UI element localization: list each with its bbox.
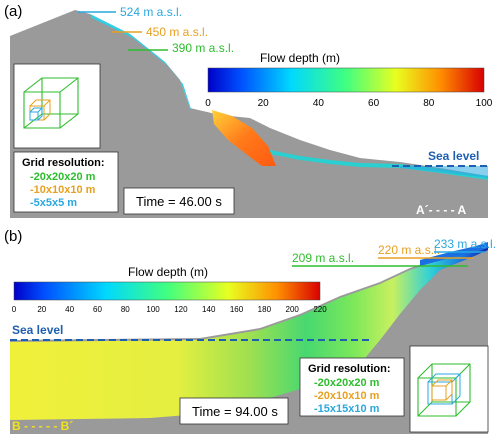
panel-b-grid-row-1: -20x20x20 m [314, 377, 380, 389]
colorbar-tick-label: 40 [313, 98, 325, 109]
panel-a: Sea level 524 m a.s.l. 450 m a.s.l. 390 … [4, 3, 493, 218]
panel-b-colorbar [13, 281, 321, 301]
panel-b-grid-row-3: -15x15x10 m [314, 403, 380, 415]
panel-a-grid-cube-icon [23, 77, 79, 129]
colorbar-tick-label: 140 [202, 305, 216, 314]
panel-b-elev-top: 233 m a.s.l. [434, 237, 496, 251]
colorbar-tick-label: 20 [37, 305, 46, 314]
panel-a-elev-mid: 450 m a.s.l. [146, 25, 208, 39]
panel-a-grid-row-3: -5x5x5 m [30, 197, 77, 209]
panel-b-colorbar-title: Flow depth (m) [128, 265, 208, 279]
panel-a-label: (a) [4, 3, 22, 20]
panel-a-colorbar-title: Flow depth (m) [260, 51, 340, 65]
colorbar-tick-label: 220 [313, 305, 327, 314]
panel-a-time: Time = 46.00 s [136, 194, 222, 209]
colorbar-tick-label: 100 [476, 98, 493, 109]
panel-b-colorbar-ticks: 0 20 40 60 80 100 120 140 160 180 200 220 [12, 305, 327, 314]
colorbar-tick-label: 80 [121, 305, 130, 314]
panel-a-grid-row-2: -10x10x10 m [30, 184, 96, 196]
panel-b-time: Time = 94.00 s [192, 404, 278, 419]
colorbar-tick-label: 180 [258, 305, 272, 314]
panel-b-sea-level-label: Sea level [12, 323, 63, 337]
panel-a-sea-water [400, 166, 488, 178]
panel-b-grid-legend-title: Grid resolution: [308, 363, 391, 375]
panel-a-elev-top: 524 m a.s.l. [120, 5, 182, 19]
panel-a-grid-row-1: -20x20x20 m [30, 171, 96, 183]
colorbar-tick-label: 120 [174, 305, 188, 314]
colorbar-tick-label: 60 [368, 98, 380, 109]
panel-b-elev-mid: 220 m a.s.l. [378, 243, 440, 257]
panel-b-grid-cube-icon [417, 363, 471, 417]
panel-b-grid-row-2: -20x10x10 m [314, 390, 380, 402]
colorbar-tick-label: 100 [146, 305, 160, 314]
panel-a-sliding-mass [212, 110, 276, 166]
panel-b-grid-inset [409, 345, 489, 433]
panel-b-label: (b) [4, 228, 22, 245]
panel-b: Sea level 209 m a.s.l. 220 m a.s.l. 233 … [4, 228, 496, 434]
colorbar-tick-label: 0 [205, 98, 211, 109]
panel-a-grid-legend-title: Grid resolution: [22, 157, 105, 169]
panel-b-section-label: B - - - - - B´ [12, 419, 73, 433]
panel-b-flow-body [10, 244, 488, 420]
panel-a-colorbar-ticks: 0 20 40 60 80 100 [205, 98, 493, 109]
panel-a-elev-low: 390 m a.s.l. [172, 41, 234, 55]
panel-b-elev-low: 209 m a.s.l. [292, 251, 354, 265]
panel-a-section-label: A´- - - - A [416, 203, 467, 217]
colorbar-tick-label: 60 [93, 305, 102, 314]
colorbar-tick-label: 20 [258, 98, 270, 109]
colorbar-tick-label: 0 [12, 305, 17, 314]
colorbar-tick-label: 160 [230, 305, 244, 314]
panel-a-time-box [123, 187, 235, 215]
panel-a-colorbar [207, 67, 485, 93]
panel-a-sea-level-label: Sea level [428, 149, 479, 163]
panel-a-grid-legend [13, 151, 119, 213]
panel-a-runout-film [270, 150, 488, 180]
panel-a-grid-inset [13, 63, 101, 149]
colorbar-tick-label: 40 [65, 305, 74, 314]
panel-b-time-box [179, 397, 289, 425]
colorbar-tick-label: 80 [423, 98, 435, 109]
panel-b-slope-film [420, 242, 488, 266]
panel-b-grid-legend [299, 357, 405, 417]
colorbar-tick-label: 200 [286, 305, 300, 314]
